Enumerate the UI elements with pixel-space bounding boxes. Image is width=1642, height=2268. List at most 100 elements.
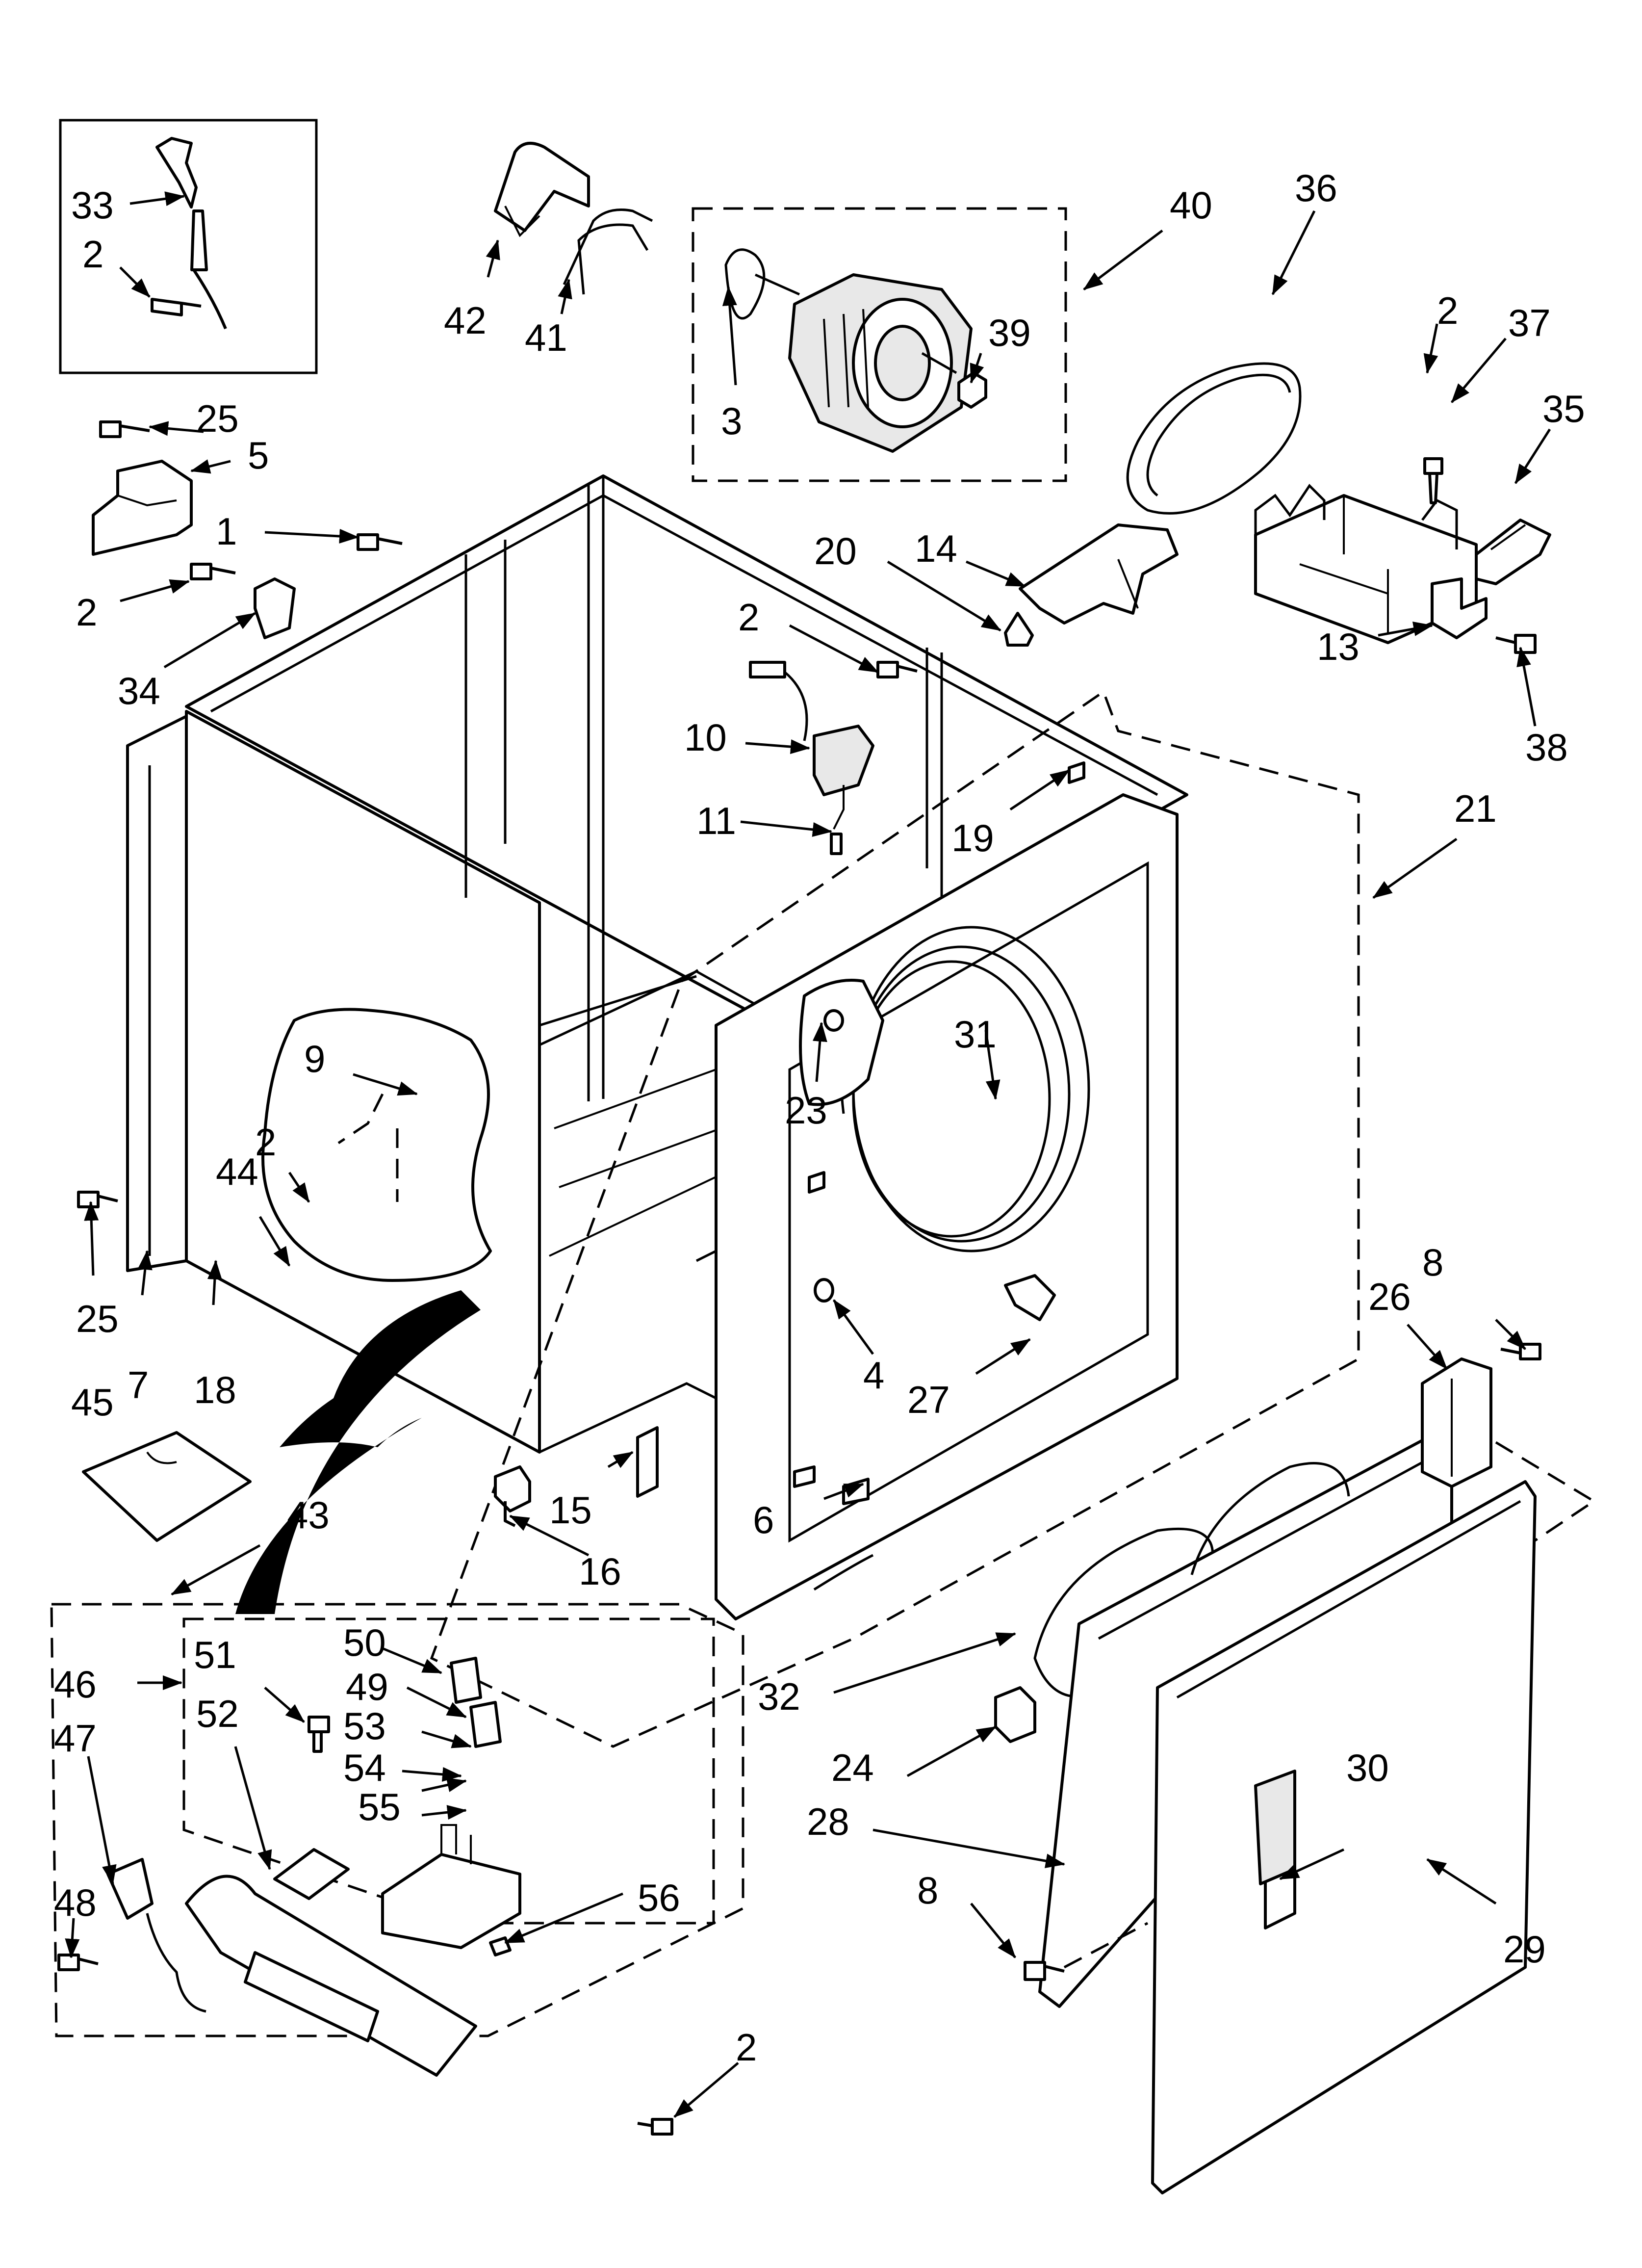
callout-30: 30 xyxy=(1346,1746,1389,1789)
dryer-cabinet xyxy=(126,474,1188,1454)
callout-1: 1 xyxy=(216,510,237,553)
bracket-34 xyxy=(254,577,296,639)
callout-2: 2 xyxy=(76,591,97,634)
clip-19 xyxy=(1068,761,1085,784)
screw-1 xyxy=(357,533,403,551)
callout-34: 34 xyxy=(118,669,160,712)
callout-29: 29 xyxy=(1503,1928,1546,1971)
screw-2-bottom xyxy=(637,2118,673,2136)
motor-belt xyxy=(724,248,766,320)
callout-31: 31 xyxy=(954,1013,997,1056)
callout-2: 2 xyxy=(736,2026,757,2069)
callout-8: 8 xyxy=(917,1869,938,1912)
igniter xyxy=(106,1858,154,1920)
coil-49 xyxy=(469,1701,502,1748)
screw-51 xyxy=(308,1716,330,1753)
callout-7: 7 xyxy=(128,1363,149,1407)
callout-20: 20 xyxy=(814,529,857,573)
callout-6: 6 xyxy=(753,1498,774,1541)
callout-28: 28 xyxy=(807,1800,849,1843)
callout-15: 15 xyxy=(549,1488,592,1532)
callout-33: 33 xyxy=(71,183,114,227)
callout-24: 24 xyxy=(831,1746,874,1789)
front-panel-assembly xyxy=(430,690,1360,1748)
callout-32: 32 xyxy=(758,1675,800,1718)
callout-2: 2 xyxy=(255,1121,276,1164)
gas-valve xyxy=(381,1853,521,1949)
leader-lines xyxy=(65,191,1551,2118)
callout-37: 37 xyxy=(1508,301,1551,344)
screw-2-top-right xyxy=(1423,457,1443,504)
foot-pad xyxy=(82,1431,252,1542)
callout-10: 10 xyxy=(684,716,727,759)
idler-pulley xyxy=(1475,519,1551,585)
screw-48 xyxy=(57,1954,99,1971)
screw-inset xyxy=(151,298,202,316)
callout-39: 39 xyxy=(988,311,1031,354)
clip-20 xyxy=(1004,612,1034,647)
callout-52: 52 xyxy=(196,1692,239,1735)
callout-18: 18 xyxy=(194,1368,236,1411)
duct-14 xyxy=(1019,523,1179,625)
callout-2: 2 xyxy=(1437,289,1458,332)
assembly-arrow xyxy=(235,1290,481,1614)
callout-46: 46 xyxy=(54,1663,97,1706)
callout-55: 55 xyxy=(358,1785,401,1828)
callout-54: 54 xyxy=(343,1746,386,1789)
callout-27: 27 xyxy=(907,1378,950,1421)
idler-bracket xyxy=(1254,484,1478,644)
door-assembly xyxy=(994,1357,1596,2194)
side-panel-cutaway xyxy=(261,1008,492,1282)
callout-56: 56 xyxy=(638,1876,680,1919)
callout-25: 25 xyxy=(196,397,239,440)
screw-25-left xyxy=(77,1191,118,1208)
orifice-56 xyxy=(489,1936,512,1956)
terminal-block xyxy=(749,661,874,830)
hinge-screw-8-top xyxy=(1500,1343,1541,1360)
callout-50: 50 xyxy=(343,1621,386,1664)
bracket-41 xyxy=(563,209,653,295)
screw-38 xyxy=(1495,634,1537,654)
callout-9: 9 xyxy=(304,1037,325,1080)
callout-13: 13 xyxy=(1317,625,1360,668)
callout-19: 19 xyxy=(951,816,994,860)
callout-42: 42 xyxy=(444,299,487,342)
drive-motor xyxy=(754,273,973,453)
callout-45: 45 xyxy=(71,1381,114,1424)
callout-26: 26 xyxy=(1368,1275,1411,1318)
door-strike xyxy=(994,1686,1036,1743)
callout-labels: 33 2 42 41 40 36 39 3 2 37 35 25 5 1 2 3… xyxy=(54,166,1585,2069)
callout-16: 16 xyxy=(579,1550,621,1593)
door-screw-8-bottom xyxy=(1024,1961,1065,1981)
screw-2-left xyxy=(190,563,236,580)
callout-38: 38 xyxy=(1525,726,1568,769)
callout-25: 25 xyxy=(76,1297,119,1340)
callout-43: 43 xyxy=(287,1493,330,1537)
thermistor xyxy=(190,209,227,330)
coil-50 xyxy=(450,1657,482,1704)
door-switch-hole xyxy=(808,1171,825,1194)
callout-41: 41 xyxy=(525,316,567,359)
sensor-wire xyxy=(155,137,198,209)
screw-25-top xyxy=(99,420,150,438)
inset-box xyxy=(59,119,318,374)
callout-11: 11 xyxy=(696,799,736,842)
callout-4: 4 xyxy=(863,1354,884,1397)
nut-27 xyxy=(1004,1274,1056,1321)
front-rear-bracket xyxy=(92,460,193,556)
burner-assembly xyxy=(50,1603,744,2077)
callout-44: 44 xyxy=(216,1150,258,1193)
drum-belt xyxy=(1126,362,1302,515)
callout-49: 49 xyxy=(346,1665,388,1708)
bracket-13 xyxy=(1431,577,1488,639)
callout-21: 21 xyxy=(1454,787,1497,830)
callout-35: 35 xyxy=(1542,387,1585,430)
callout-2: 2 xyxy=(738,596,759,639)
callout-40: 40 xyxy=(1170,183,1212,227)
callout-36: 36 xyxy=(1295,166,1337,209)
callout-23: 23 xyxy=(785,1089,827,1132)
callout-2: 2 xyxy=(82,233,103,276)
callout-8: 8 xyxy=(1422,1241,1443,1284)
callout-51: 51 xyxy=(194,1633,236,1676)
